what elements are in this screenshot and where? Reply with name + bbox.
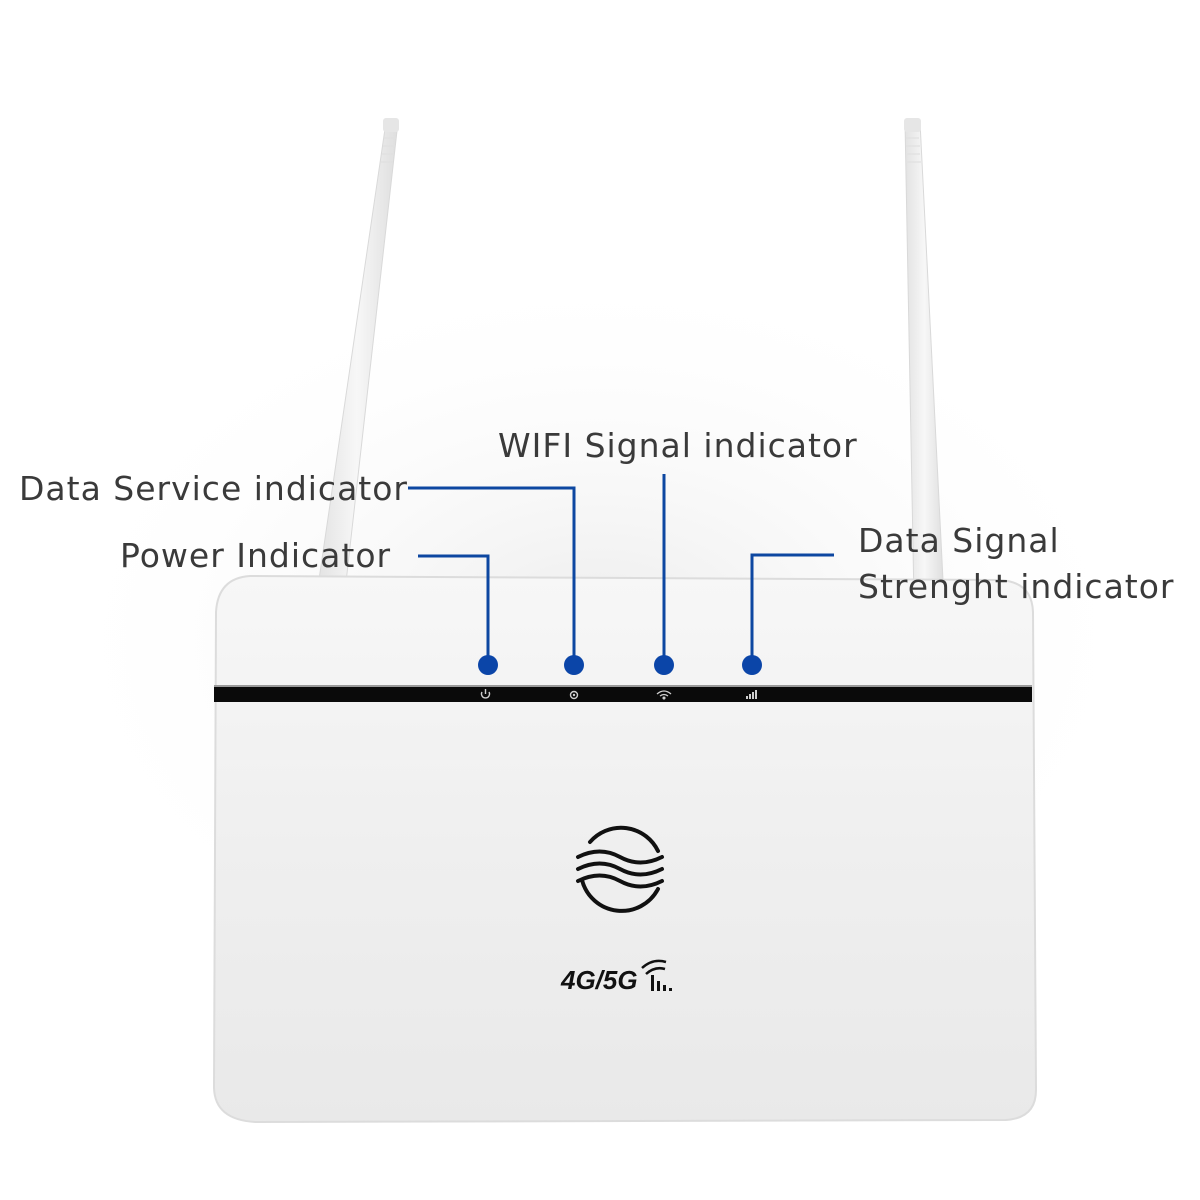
power-callout-line: [418, 554, 490, 664]
power-icon: [480, 689, 491, 699]
callout-lines: [408, 474, 834, 664]
data-signal-label-line2: Strenght indicator: [858, 567, 1175, 606]
wifi-dot: [654, 655, 674, 675]
wifi-icon: [656, 690, 672, 700]
data-service-label: Data Service indicator: [19, 469, 408, 508]
network-badge: 4G/5G: [560, 959, 672, 995]
signal-dot: [742, 655, 762, 675]
wifi-signal-label: WIFI Signal indicator: [498, 426, 858, 465]
badge-text: 4G/5G: [560, 965, 638, 995]
router-body: [212, 574, 1038, 1124]
brand-logo-icon: [576, 825, 664, 913]
data-service-dot: [564, 655, 584, 675]
signal-strength-icon: [746, 690, 757, 699]
power-label: Power Indicator: [120, 536, 392, 575]
data-signal-strength-label: Data Signal Strenght indicator: [858, 518, 1175, 610]
data-signal-label-line1: Data Signal: [858, 521, 1060, 560]
callout-dots: [478, 655, 762, 675]
data-service-icon: [569, 690, 579, 700]
power-dot: [478, 655, 498, 675]
data-service-callout-line: [408, 486, 576, 664]
signal-callout-line: [750, 553, 834, 664]
led-strip: [214, 687, 1032, 702]
